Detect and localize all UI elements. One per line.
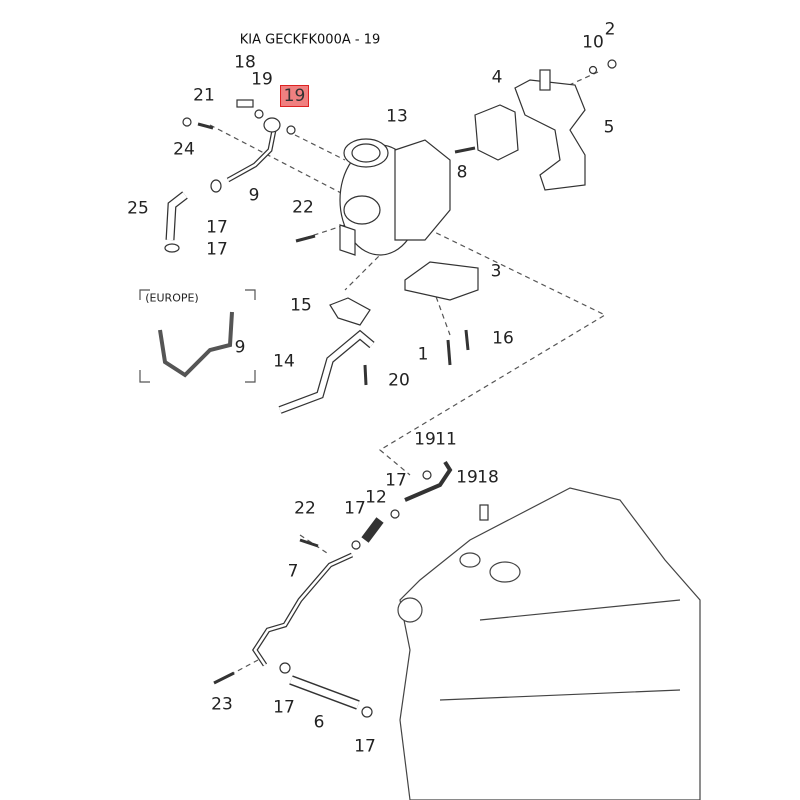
callout-4[interactable]: 4 [491,67,503,88]
callout-17[interactable]: 17 [354,736,376,757]
callout-21[interactable]: 21 [193,85,215,106]
callout-17[interactable]: 17 [206,217,228,238]
callout-24[interactable]: 24 [173,139,195,160]
callout-19[interactable]: 19 [456,467,478,488]
callout-18[interactable]: 18 [234,52,256,73]
callout-23[interactable]: 23 [211,694,233,715]
callout-19[interactable]: 19 [414,429,436,450]
callout-25[interactable]: 25 [127,198,149,219]
callout-20[interactable]: 20 [388,370,410,391]
callout-9[interactable]: 9 [234,337,246,358]
callout-8[interactable]: 8 [456,162,468,183]
diagram-title: KIA GECKFK000A - 19 [239,32,381,48]
callout-19[interactable]: 19 [251,69,273,90]
callout-13[interactable]: 13 [386,106,408,127]
callout-5[interactable]: 5 [603,117,615,138]
callout-14[interactable]: 14 [273,351,295,372]
callout-2[interactable]: 2 [604,19,616,40]
callout-1[interactable]: 1 [417,344,429,365]
callout-10[interactable]: 10 [582,32,604,53]
callout-3[interactable]: 3 [490,261,502,282]
callout-11[interactable]: 11 [435,429,457,450]
highlighted-callout-19[interactable]: 19 [280,85,309,107]
callout-22[interactable]: 22 [292,197,314,218]
callout-7[interactable]: 7 [287,561,299,582]
gasket-and-elbow [474,69,586,191]
callout-16[interactable]: 16 [492,328,514,349]
europe-box [139,289,256,383]
callout-15[interactable]: 15 [290,295,312,316]
callout-12[interactable]: 12 [365,487,387,508]
europe-label: (EUROPE) [145,291,199,305]
turbocharger [339,138,451,256]
callout-18[interactable]: 18 [477,467,499,488]
callout-17[interactable]: 17 [385,470,407,491]
callout-9[interactable]: 9 [248,185,260,206]
callout-17[interactable]: 17 [273,697,295,718]
callout-22[interactable]: 22 [294,498,316,519]
engine-block [397,487,701,800]
callout-17[interactable]: 17 [206,239,228,260]
callout-6[interactable]: 6 [313,712,325,733]
callout-17[interactable]: 17 [344,498,366,519]
